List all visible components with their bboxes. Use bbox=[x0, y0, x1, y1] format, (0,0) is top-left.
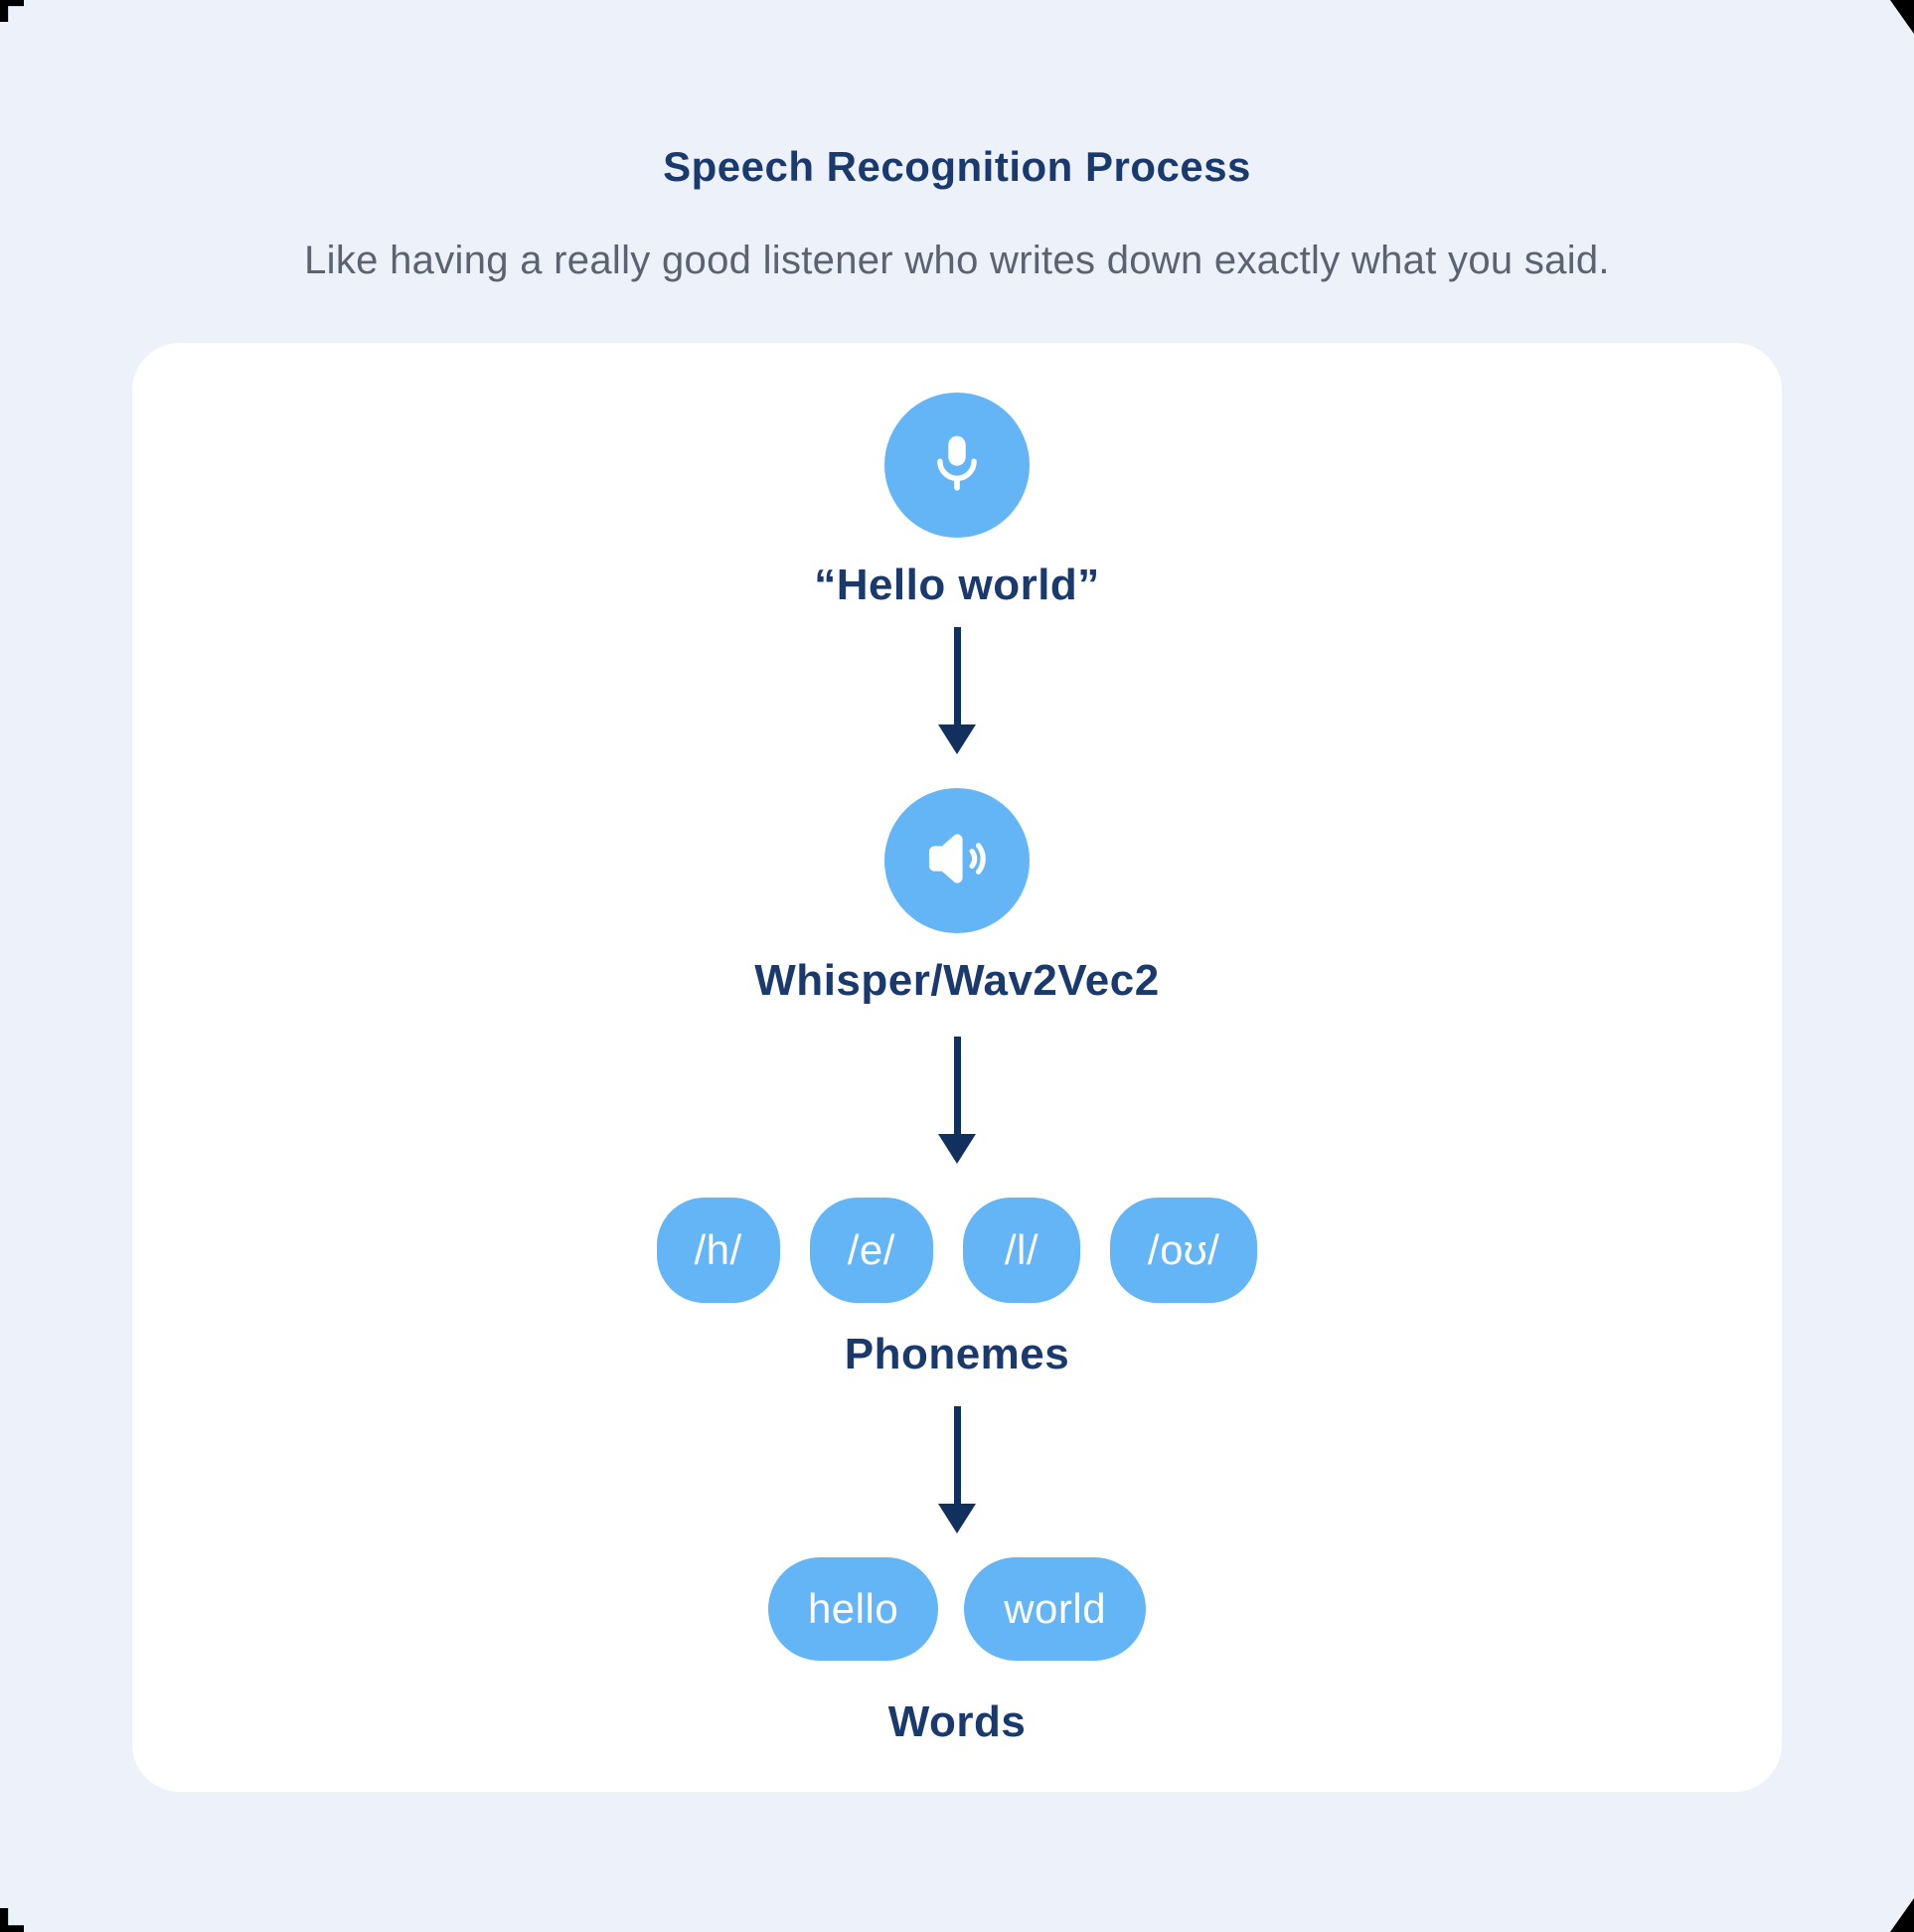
arrow-down-icon bbox=[938, 1037, 976, 1164]
arrow-down-icon bbox=[938, 1406, 976, 1533]
phoneme-pill: /l/ bbox=[962, 1198, 1080, 1303]
phoneme-pill-row: /h/ /e/ /l/ /oʊ/ bbox=[656, 1198, 1258, 1303]
microphone-icon bbox=[921, 427, 993, 504]
page-title: Speech Recognition Process bbox=[663, 143, 1251, 190]
corner-mark-bottom-right bbox=[1890, 1898, 1914, 1932]
page-subtitle: Like having a really good listener who w… bbox=[304, 239, 1610, 282]
word-pill: hello bbox=[767, 1557, 939, 1661]
phoneme-pill: /h/ bbox=[656, 1198, 780, 1303]
word-pill-row: hello world bbox=[767, 1557, 1147, 1661]
speaker-circle bbox=[884, 788, 1030, 933]
input-speech-label: “Hello world” bbox=[814, 561, 1100, 609]
words-label: Words bbox=[887, 1697, 1027, 1746]
speaker-icon bbox=[920, 822, 994, 900]
phoneme-pill: /e/ bbox=[809, 1198, 933, 1303]
diagram-card: “Hello world” Whisper/Wav2Vec2 /h/ /e/ /… bbox=[132, 343, 1782, 1792]
word-pill: world bbox=[964, 1557, 1147, 1661]
model-label: Whisper/Wav2Vec2 bbox=[754, 956, 1160, 1005]
phoneme-pill: /oʊ/ bbox=[1109, 1198, 1258, 1303]
corner-mark-bottom-left bbox=[0, 1908, 24, 1932]
phonemes-label: Phonemes bbox=[844, 1330, 1070, 1378]
microphone-circle bbox=[884, 393, 1030, 538]
arrow-down-icon bbox=[938, 627, 976, 754]
